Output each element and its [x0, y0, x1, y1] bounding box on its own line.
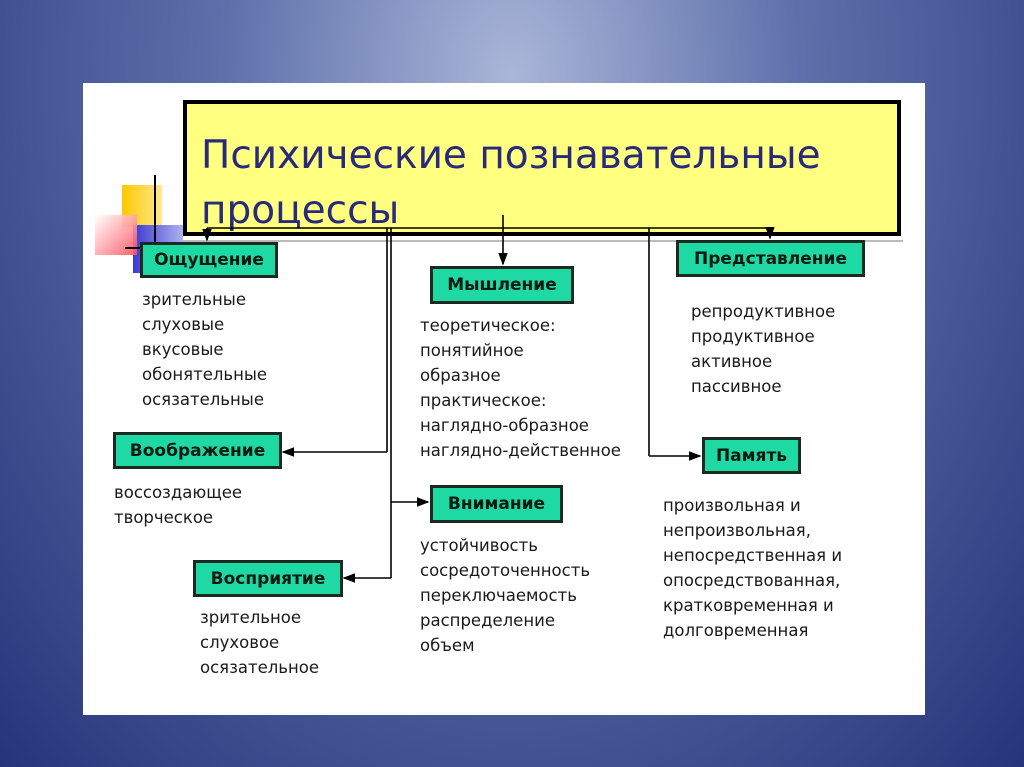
list-item: долговременная [663, 621, 809, 640]
list-item: репродуктивное [691, 302, 836, 321]
node-representation: Представление [676, 240, 865, 277]
list-item: наглядно-действенное [420, 441, 621, 460]
memory-list: произвольная и непроизвольная, непосредств… [663, 493, 842, 643]
list-item: активное [691, 352, 773, 371]
list-item: теоретическое: [420, 316, 556, 335]
node-label: Восприятие [210, 568, 326, 589]
list-item: кратковременная и [663, 596, 834, 615]
list-item: понятийное [420, 341, 524, 360]
node-thinking: Мышление [430, 266, 574, 304]
node-imagination: Воображение [113, 432, 282, 469]
list-item: воссоздающее [114, 483, 243, 502]
list-item: зрительное [200, 608, 302, 627]
title-line-2: процессы [201, 188, 400, 233]
list-item: зрительные [142, 290, 246, 309]
node-label: Мышление [447, 275, 557, 295]
node-attention: Внимание [430, 485, 563, 523]
node-sensation: Ощущение [140, 242, 278, 278]
decor-gray-line [183, 240, 903, 242]
list-item: осязательные [142, 390, 264, 409]
list-item: слуховое [200, 633, 280, 652]
list-item: непосредственная и [663, 546, 843, 565]
imagination-list: воссоздающее творческое [114, 480, 242, 530]
diagram-title: Психические познавательные процессы [201, 128, 821, 238]
list-item: осязательное [200, 658, 320, 677]
list-item: продуктивное [691, 327, 815, 346]
attention-list: устойчивость сосредоточенность переключаем… [420, 533, 590, 658]
list-item: опосредствованная, [663, 571, 841, 590]
list-item: творческое [114, 508, 214, 527]
list-item: непроизвольная, [663, 521, 811, 540]
list-item: устойчивость [420, 536, 538, 555]
perception-list: зрительное слуховое осязательное [200, 605, 319, 680]
list-item: произвольная и [663, 496, 801, 515]
node-label: Ощущение [154, 250, 264, 270]
list-item: пассивное [691, 377, 782, 396]
node-perception: Восприятие [193, 560, 343, 597]
node-label: Внимание [447, 494, 546, 514]
node-memory: Память [702, 437, 801, 474]
list-item: объем [420, 636, 475, 655]
title-line-1: Психические познавательные [201, 133, 821, 178]
list-item: вкусовые [142, 340, 224, 359]
list-item: переключаемость [420, 586, 577, 605]
list-item: наглядно-образное [420, 416, 589, 435]
list-item: распределение [420, 611, 555, 630]
decor-vertical-line [154, 175, 156, 260]
list-item: практическое: [420, 391, 547, 410]
list-item: слуховые [142, 315, 225, 334]
list-item: обонятельные [142, 365, 268, 384]
title-box: Психические познавательные процессы [183, 100, 901, 236]
node-label: Представление [694, 248, 847, 269]
thinking-list: теоретическое: понятийное образное практиче… [420, 313, 621, 463]
list-item: образное [420, 366, 501, 385]
node-label: Воображение [129, 440, 266, 461]
node-label: Память [715, 445, 788, 466]
sensation-list: зрительные слуховые вкусовые обонятельные ос… [142, 287, 267, 412]
list-item: сосредоточенность [420, 561, 591, 580]
representation-list: репродуктивное продуктивное активное пассив… [691, 299, 835, 399]
